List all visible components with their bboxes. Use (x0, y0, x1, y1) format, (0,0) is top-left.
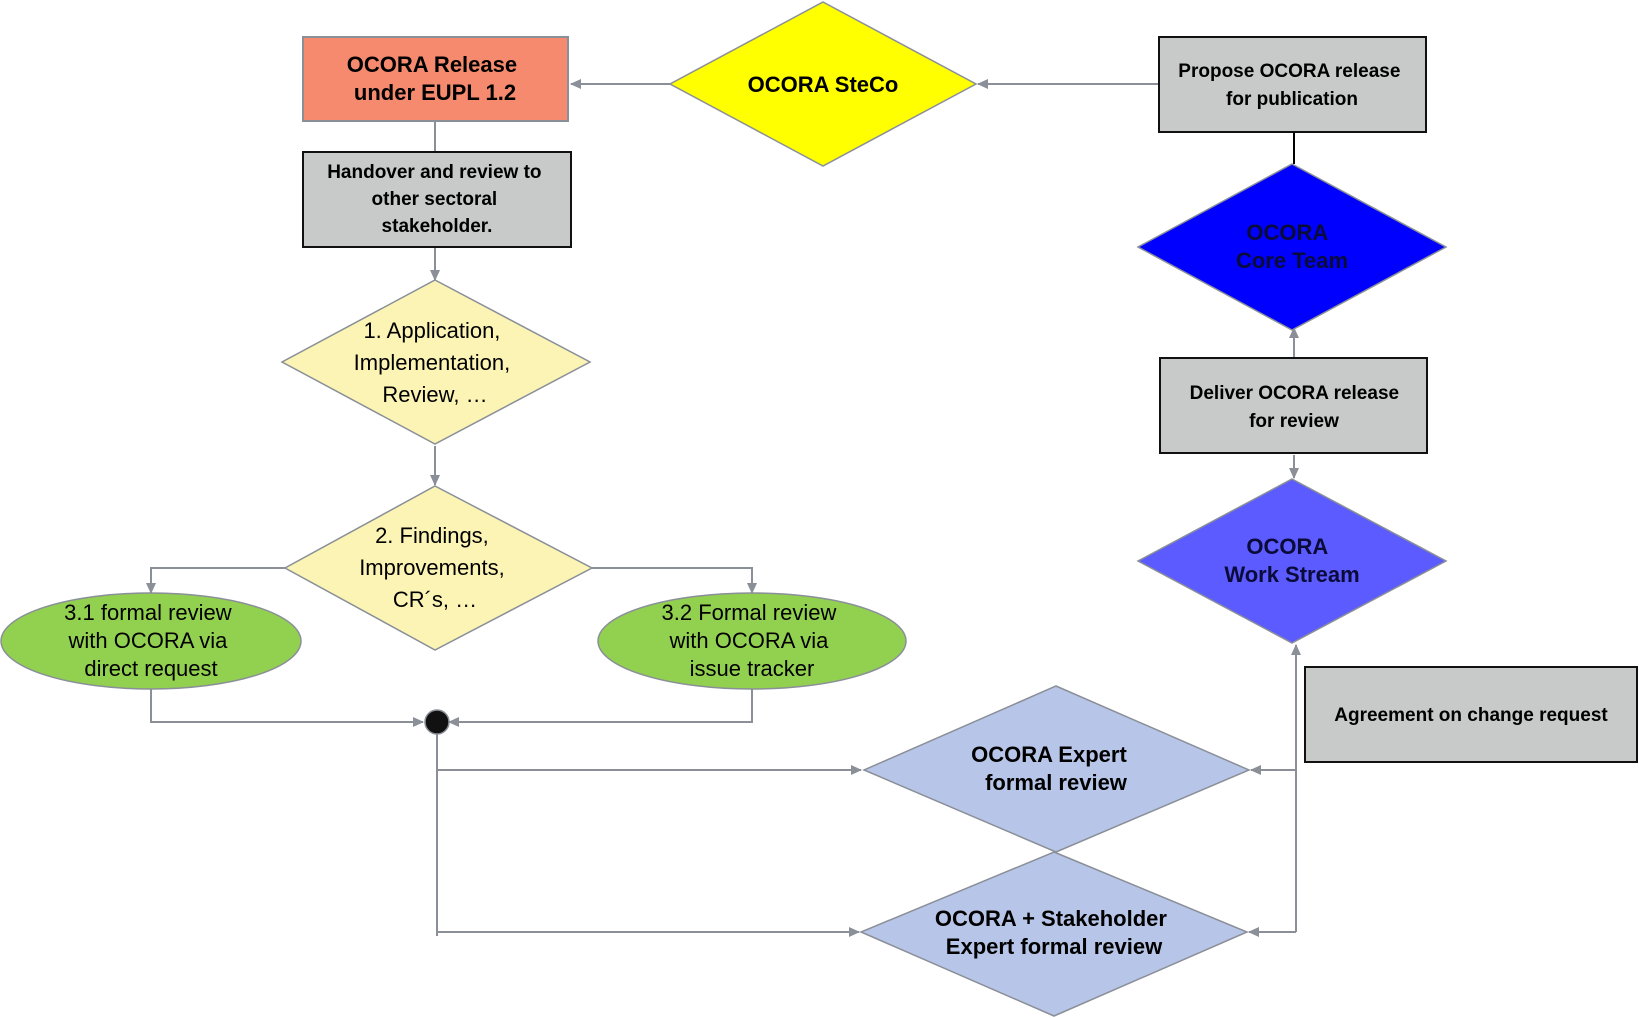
node-stakeholder-review-label: OCORA + Stakeholder Expert formal review (935, 906, 1173, 959)
node-handover: Handover and review to other sectoral st… (302, 151, 572, 248)
node-agreement-label: Agreement on change request (1334, 705, 1608, 726)
node-application-label: 1. Application, Implementation, Review, … (354, 318, 517, 407)
node-steco: OCORA SteCo (668, 1, 978, 167)
node-steco-label: OCORA SteCo (748, 72, 899, 97)
node-work-stream-label: OCORA Work Stream (1224, 534, 1359, 587)
node-formal-tracker: 3.2 Formal review with OCORA via issue t… (597, 592, 907, 690)
node-findings: 2. Findings, Improvements, CR´s, … (283, 485, 594, 651)
node-release: OCORA Release under EUPL 1.2 (302, 36, 569, 122)
merge-junction (424, 709, 450, 735)
edges (146, 79, 1301, 937)
node-release-label: OCORA Release under EUPL 1.2 (347, 52, 524, 105)
node-core-team-label: OCORA Core Team (1236, 220, 1348, 273)
edge-direct-to-junction (150, 689, 424, 727)
node-stakeholder-review: OCORA + Stakeholder Expert formal review (859, 851, 1249, 1017)
node-formal-direct: 3.1 formal review with OCORA via direct … (0, 592, 302, 690)
edge-tracker-to-junction (448, 689, 753, 727)
node-handover-label: Handover and review to other sectoral st… (327, 162, 547, 237)
node-application: 1. Application, Implementation, Review, … (280, 279, 592, 445)
node-work-stream: OCORA Work Stream (1136, 478, 1448, 644)
node-deliver-label: Deliver OCORA release for review (1190, 383, 1405, 432)
node-expert-review: OCORA Expert formal review (862, 685, 1251, 853)
node-deliver: Deliver OCORA release for review (1159, 357, 1428, 454)
node-propose-label: Propose OCORA release for publication (1178, 61, 1405, 110)
node-findings-label: 2. Findings, Improvements, CR´s, … (359, 523, 511, 612)
node-core-team: OCORA Core Team (1136, 163, 1448, 331)
edge-findings-to-tracker (592, 567, 757, 594)
edge-findings-to-direct (146, 567, 285, 594)
node-expert-review-label: OCORA Expert formal review (971, 742, 1133, 795)
node-propose: Propose OCORA release for publication (1158, 36, 1427, 133)
node-formal-direct-label: 3.1 formal review with OCORA via direct … (64, 600, 238, 681)
node-formal-tracker-label: 3.2 Formal review with OCORA via issue t… (662, 600, 843, 681)
node-agreement: Agreement on change request (1304, 666, 1638, 763)
